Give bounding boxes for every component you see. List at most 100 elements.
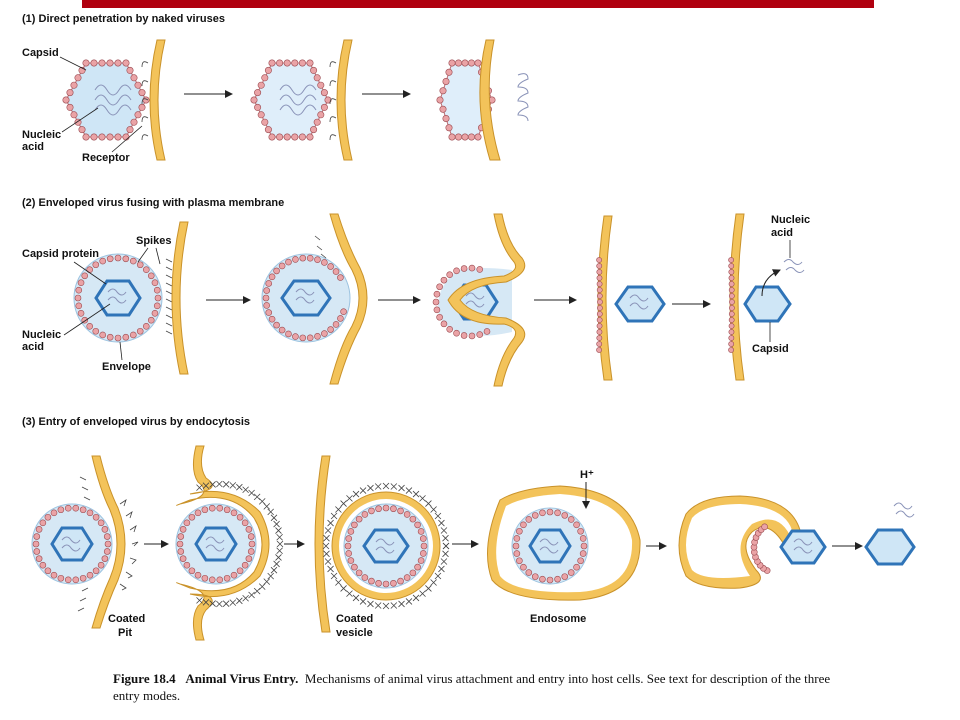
clathrin-mark [425, 500, 432, 507]
label-endosome: Endosome [530, 613, 586, 625]
envelope-bead [467, 133, 475, 141]
envelope-bead [99, 257, 106, 265]
receptors-1 [141, 61, 149, 141]
clathrin-mark [442, 550, 449, 558]
envelope-bead [321, 330, 328, 337]
label-capsid-protein: Capsid protein [22, 248, 99, 260]
envelope-bead [420, 542, 428, 550]
envelope-bead [106, 59, 114, 67]
coated-vesicle-3c [322, 482, 450, 610]
envelope-bead [79, 574, 87, 582]
envelope-bead [448, 59, 456, 67]
envelope-bead [153, 302, 161, 310]
released-nucleic-acid-2 [783, 259, 805, 273]
envelope-bead [33, 533, 41, 540]
envelope-bead [436, 96, 444, 104]
envelope-bead [268, 133, 276, 141]
envelope-bead [299, 254, 307, 262]
endosome-fusion-3e [678, 495, 827, 589]
envelope-bead [436, 283, 443, 291]
envelope-bead [596, 347, 602, 353]
envelope-bead [728, 311, 735, 317]
envelope-bead [179, 555, 187, 562]
clathrin-mark [276, 540, 284, 548]
envelope-bead [728, 281, 735, 287]
envelope-bead [114, 133, 122, 141]
membrane-1a [149, 39, 166, 161]
envelope-bead [596, 281, 603, 287]
envelope-bead [340, 308, 347, 315]
envelope-bead [403, 511, 411, 518]
envelope-bead [285, 330, 292, 338]
envelope-bead [194, 571, 202, 579]
envelope-bead [531, 573, 539, 580]
membrane-2a [171, 221, 189, 375]
membrane-envelope-beads-2d [596, 257, 603, 353]
clathrin-mark [229, 599, 237, 606]
envelope-bead [136, 261, 144, 269]
clathrin-mark [419, 590, 426, 597]
envelope-bead [39, 561, 47, 569]
envelope-bead [106, 333, 114, 341]
envelope-bead [332, 321, 340, 328]
envelope-bead [247, 548, 255, 555]
envelope-bead [247, 533, 255, 540]
envelope-bead [138, 103, 146, 111]
envelope-bead [268, 273, 276, 281]
envelope-bead [453, 267, 460, 275]
envelope-bead [368, 577, 375, 585]
envelope-bead [314, 333, 321, 340]
section-2-title: (2) Enveloped virus fusing with plasma m… [22, 197, 284, 209]
clathrin-mark [340, 585, 347, 592]
envelope-bead [241, 519, 249, 527]
envelope-bead [147, 272, 155, 280]
envelope-bead [265, 309, 273, 316]
membrane-3c [314, 455, 331, 633]
envelope-bead [74, 294, 82, 302]
label-acid-3: acid [771, 227, 793, 239]
clathrin-mark [398, 600, 405, 608]
envelope-bead [265, 280, 273, 287]
envelope-bead [728, 269, 735, 275]
clathrin-mark [276, 533, 283, 541]
envelope-bead [467, 59, 475, 67]
clathrin-mark [346, 590, 353, 597]
clathrin-mark [275, 527, 282, 534]
envelope-bead [579, 535, 587, 542]
envelope-bead [596, 293, 603, 299]
envelope-bead [263, 287, 270, 294]
envelope-bead [448, 133, 456, 141]
envelope-bead [79, 506, 87, 514]
envelope-bead [573, 521, 580, 529]
top-accent-bar [82, 0, 874, 8]
envelope-bead [245, 526, 253, 533]
envelope-bead [596, 311, 603, 317]
clathrin-mark [216, 600, 223, 608]
envelope-bead [298, 59, 306, 67]
envelope-bead [439, 87, 447, 95]
clathrin-mark [216, 480, 223, 488]
envelope-bead [82, 133, 90, 141]
envelope-bead [337, 315, 344, 322]
envelope-bead [313, 74, 321, 82]
section-1-title: (1) Direct penetration by naked viruses [22, 13, 225, 25]
clathrin-mark [327, 519, 334, 527]
envelope-bead [86, 322, 94, 330]
envelope-bead [177, 533, 185, 540]
clathrin-mark [242, 486, 249, 494]
envelope-bead [106, 255, 114, 263]
clathrin-mark [248, 489, 255, 497]
leader-capsid [59, 56, 87, 71]
envelope-bead [460, 265, 468, 272]
released-nucleic-acid-3 [893, 502, 915, 518]
label-capsid: Capsid [22, 47, 59, 59]
envelope-bead [445, 68, 453, 76]
envelope-bead [82, 59, 90, 67]
envelope-bead [64, 504, 72, 512]
envelope-bead [314, 256, 321, 263]
envelope-bead [254, 89, 262, 97]
envelope-bead [382, 580, 390, 588]
envelope-bead [130, 118, 138, 126]
envelope-bead [130, 331, 137, 339]
